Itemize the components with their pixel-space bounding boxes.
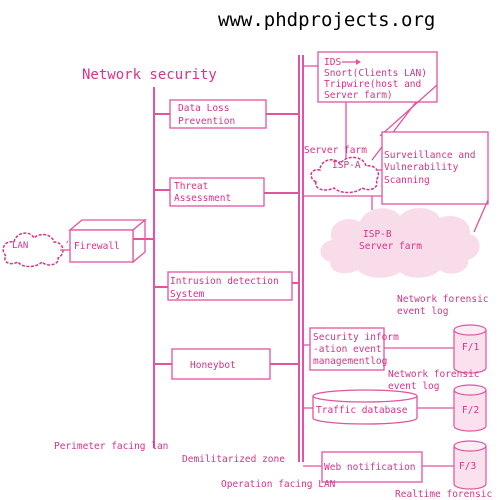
forensic-log1-line2: event log <box>397 306 448 317</box>
ids-tools-box: IDS Snort(Clients LAN) Tripwire(host and… <box>317 51 438 103</box>
isp-a-cloud: ISP-A <box>310 156 380 194</box>
forensic-log2-line1: Network forensic <box>388 369 480 380</box>
lan-cloud-label: LAN <box>12 241 28 251</box>
forensic-db3: F/3 <box>453 440 487 490</box>
honeybot-box: Honeybot <box>171 348 271 380</box>
ids-isp-a-diag-line <box>371 101 417 161</box>
threat-assessment-box: Threat Assessment <box>169 177 265 207</box>
surveillance-line3: Scanning <box>384 175 430 186</box>
web-notification-box: Web notification <box>321 451 423 483</box>
traffic-db-label: Traffic database <box>316 405 408 416</box>
realtime-forensic-label: Realtime forensic <box>395 489 492 500</box>
isp-b-sublabel: Server farm <box>359 241 422 252</box>
watermark-text: www.phdprojects.org <box>218 9 435 31</box>
zone-dmz-label: Demilitarized zone <box>182 454 285 465</box>
db2-label: F/2 <box>462 405 479 416</box>
honeybot-label: Honeybot <box>190 360 236 371</box>
siem-line3: managementlog <box>313 356 387 367</box>
surveillance-line2: Vulnerability <box>384 162 459 173</box>
diagram-title: Network security <box>82 67 217 83</box>
dlp-label-line2: Prevention <box>178 116 235 127</box>
ids-arrow-icon <box>356 59 361 65</box>
dlp-box: Data Loss Prevention <box>169 99 267 129</box>
db1-label: F/1 <box>462 342 479 353</box>
zone-perimeter-label: Perimeter facing lan <box>54 441 168 452</box>
ids-label-line2: System <box>170 289 205 300</box>
forensic-log2-line2: event log <box>388 381 439 392</box>
isp-a-top-label: Server farm <box>304 145 367 156</box>
forensic-db1: F/1 <box>453 324 487 374</box>
siem-line1: Security inform <box>313 332 399 343</box>
siem-line2: -ation event <box>313 344 382 355</box>
threat-label-line2: Assessment <box>174 193 231 204</box>
ids-tools-line3: Tripwire(host and <box>324 79 421 90</box>
ids-tools-line1: IDS <box>324 57 341 68</box>
isp-b-cloud: ISP-B Server farm <box>320 207 480 278</box>
firewall-label: Firewall <box>74 241 120 252</box>
traffic-database: Traffic database <box>312 389 418 425</box>
ids-tools-line2: Snort(Clients LAN) <box>324 68 427 79</box>
db3-label: F/3 <box>459 461 476 472</box>
isp-b-label: ISP-B <box>363 229 392 240</box>
surveillance-isp-b-diag <box>473 199 489 233</box>
forensic-db2: F/2 <box>453 384 487 432</box>
web-notification-label: Web notification <box>324 462 416 473</box>
ids-label-line1: Intrusion detection <box>170 276 279 287</box>
lan-arrow-icon <box>66 240 68 244</box>
siem-box: Security inform -ation event managementl… <box>309 327 399 371</box>
threat-label-line1: Threat <box>174 181 208 192</box>
isp-a-label: ISP-A <box>332 160 361 171</box>
lan-cloud: LAN <box>2 232 64 268</box>
zone-operation-label: Operation facing LAN <box>221 479 336 490</box>
surveillance-line1: Surveillance and <box>384 150 476 161</box>
ids-surveillance-line <box>379 84 438 137</box>
firewall-box: Firewall <box>68 218 147 264</box>
dlp-label-line1: Data Loss <box>178 103 229 114</box>
intrusion-detection-box: Intrusion detection System <box>167 271 293 301</box>
ids-tools-line4: Server farm) <box>324 90 393 101</box>
forensic-log1-line1: Network forensic <box>397 294 489 305</box>
surveillance-box: Surveillance and Vulnerability Scanning <box>381 131 489 205</box>
